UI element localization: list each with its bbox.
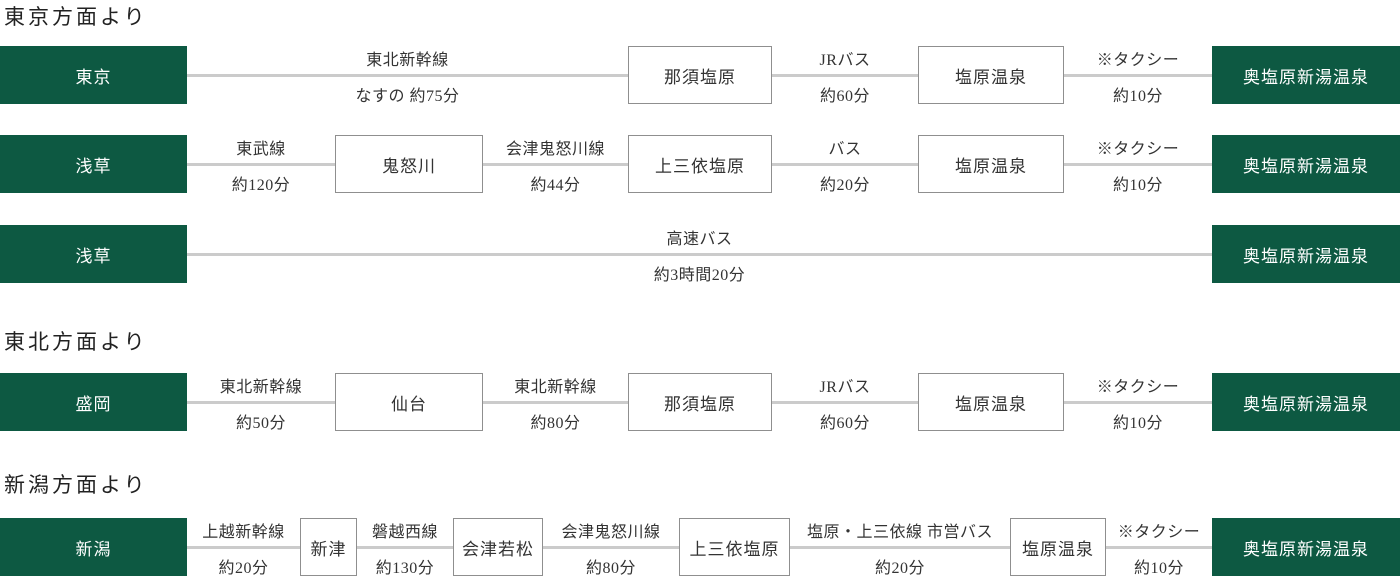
transit-line-label: 磐越西線: [371, 524, 438, 541]
route-row-morioka: 盛岡 東北新幹線 約50分 仙台 東北新幹線 約80分 那須塩原 JRバス 約6…: [0, 373, 1400, 432]
route-segment: JRバス 約60分: [772, 46, 918, 105]
origin-station-box: 浅草: [0, 135, 187, 193]
transit-line-label: 上越新幹線: [202, 524, 285, 541]
transit-duration-label: 約10分: [1112, 177, 1163, 194]
route-segment: 上越新幹線 約20分: [187, 518, 300, 576]
transit-duration-label: 約10分: [1112, 415, 1163, 432]
section-heading-tohoku: 東北方面より: [4, 330, 148, 354]
station-box: 上三依塩原: [628, 135, 772, 193]
transit-duration-label: 約50分: [235, 415, 286, 432]
station-box: 鬼怒川: [335, 135, 483, 193]
station-box: 塩原温泉: [1010, 518, 1106, 576]
section-heading-niigata: 新潟方面より: [4, 473, 148, 497]
transit-duration-label: なすの 約75分: [355, 88, 460, 105]
transit-duration-label: 約44分: [530, 177, 581, 194]
route-row-asakusa-rail: 浅草 東武線 約120分 鬼怒川 会津鬼怒川線 約44分 上三依塩原 バス 約2…: [0, 135, 1400, 194]
transit-line-label: JRバス: [819, 52, 871, 69]
transit-line-label: 塩原・上三依線 市営バス: [806, 524, 993, 541]
transit-duration-label: 約20分: [874, 560, 925, 576]
transit-line-label: 東北新幹線: [219, 379, 303, 396]
route-row-niigata: 新潟 上越新幹線 約20分 新津 磐越西線 約130分 会津若松 会津鬼怒川線 …: [0, 518, 1400, 576]
section-heading-tokyo: 東京方面より: [4, 5, 148, 29]
origin-station-box: 浅草: [0, 225, 187, 283]
route-segment: ※タクシー 約10分: [1064, 135, 1212, 194]
transit-line-label: 東北新幹線: [514, 379, 597, 396]
transit-line-label: 高速バス: [666, 231, 733, 248]
transit-duration-label: 約130分: [375, 560, 435, 576]
transit-duration-label: 約10分: [1112, 88, 1163, 105]
transit-duration-label: 約120分: [231, 177, 291, 194]
route-row-asakusa-bus: 浅草 高速バス 約3時間20分 奥塩原新湯温泉: [0, 225, 1400, 284]
route-segment: 東北新幹線 約50分: [187, 373, 335, 432]
transit-duration-label: 約60分: [819, 88, 870, 105]
station-box: 那須塩原: [628, 373, 772, 431]
route-row-tokyo: 東京 東北新幹線 なすの 約75分 那須塩原 JRバス 約60分 塩原温泉 ※タ…: [0, 46, 1400, 105]
transit-line-label: 会津鬼怒川線: [505, 141, 605, 158]
station-box: 仙台: [335, 373, 483, 431]
station-box: 会津若松: [453, 518, 543, 576]
transit-line-label: ※タクシー: [1096, 52, 1180, 69]
destination-station-box: 奥塩原新湯温泉: [1212, 135, 1400, 193]
transit-line-label: ※タクシー: [1117, 524, 1201, 541]
transit-duration-label: 約60分: [819, 415, 870, 432]
station-box: 上三依塩原: [679, 518, 790, 576]
station-box: 那須塩原: [628, 46, 772, 104]
destination-station-box: 奥塩原新湯温泉: [1212, 225, 1400, 283]
transit-line-label: ※タクシー: [1096, 379, 1180, 396]
route-segment: ※タクシー 約10分: [1064, 46, 1212, 105]
route-segment: 塩原・上三依線 市営バス 約20分: [790, 518, 1010, 576]
route-segment: ※タクシー 約10分: [1064, 373, 1212, 432]
station-box: 新津: [300, 518, 357, 576]
transit-line-label: 東北新幹線: [366, 52, 449, 69]
origin-station-box: 新潟: [0, 518, 187, 576]
transit-duration-label: 約20分: [819, 177, 870, 194]
transit-line-label: バス: [828, 141, 862, 158]
route-segment: JRバス 約60分: [772, 373, 918, 432]
transit-duration-label: 約10分: [1133, 560, 1184, 576]
destination-station-box: 奥塩原新湯温泉: [1212, 46, 1400, 104]
route-segment: 磐越西線 約130分: [357, 518, 453, 576]
transit-line-label: 東武線: [236, 141, 286, 158]
transit-line-label: ※タクシー: [1096, 141, 1180, 158]
destination-station-box: 奥塩原新湯温泉: [1212, 518, 1400, 576]
route-segment: 東武線 約120分: [187, 135, 335, 194]
transit-duration-label: 約3時間20分: [653, 267, 746, 284]
transit-line-label: JRバス: [819, 379, 871, 396]
transit-duration-label: 約80分: [585, 560, 636, 576]
origin-station-box: 東京: [0, 46, 187, 104]
station-box: 塩原温泉: [918, 46, 1064, 104]
destination-station-box: 奥塩原新湯温泉: [1212, 373, 1400, 431]
route-segment: 高速バス 約3時間20分: [187, 225, 1212, 284]
route-segment: ※タクシー 約10分: [1106, 518, 1212, 576]
route-segment: バス 約20分: [772, 135, 918, 194]
route-segment: 会津鬼怒川線 約80分: [543, 518, 679, 576]
route-segment: 会津鬼怒川線 約44分: [483, 135, 628, 194]
transit-line-label: 会津鬼怒川線: [561, 524, 661, 541]
station-box: 塩原温泉: [918, 135, 1064, 193]
route-segment: 東北新幹線 約80分: [483, 373, 628, 432]
station-box: 塩原温泉: [918, 373, 1064, 431]
origin-station-box: 盛岡: [0, 373, 187, 431]
route-segment: 東北新幹線 なすの 約75分: [187, 46, 628, 105]
transit-duration-label: 約20分: [218, 560, 269, 576]
transit-duration-label: 約80分: [530, 415, 581, 432]
